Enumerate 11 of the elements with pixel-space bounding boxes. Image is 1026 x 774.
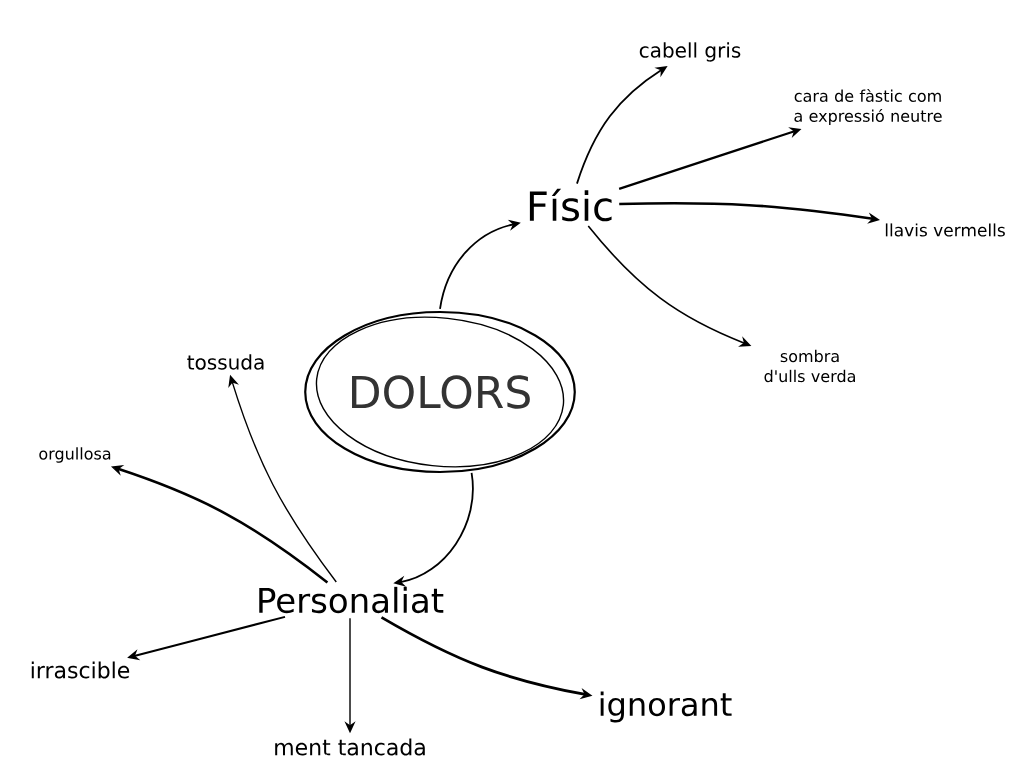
branch-label: tossuda xyxy=(187,354,264,370)
branch-label: orgullosa xyxy=(39,447,111,463)
branch-label: cabell gris xyxy=(639,42,741,62)
branch-label: ignorant xyxy=(600,691,732,723)
branch-label: sombra d'ulls verda xyxy=(764,349,855,383)
branch-label: ment tancada xyxy=(275,738,425,756)
topic-label: Físic xyxy=(529,188,612,222)
branch-label: irrascible xyxy=(31,661,130,679)
branch-label: llavis vermells xyxy=(885,223,1005,237)
topic-label: Personaliat xyxy=(259,586,444,614)
branch-label: cara de fàstic com a expressió neutre xyxy=(794,88,942,126)
